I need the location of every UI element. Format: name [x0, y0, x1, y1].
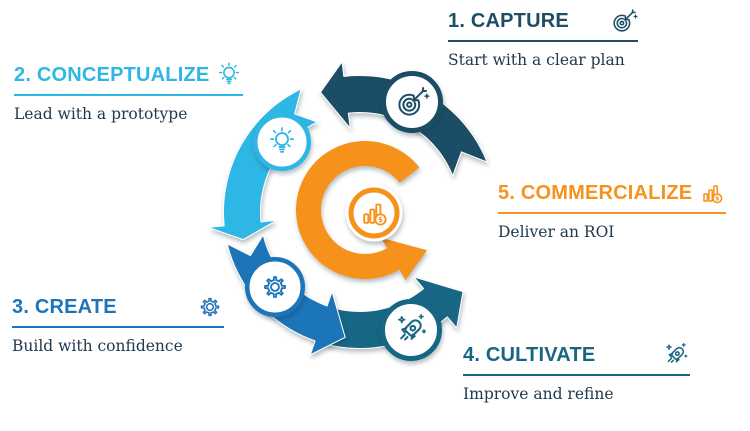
step-commercialize-heading: 5. COMMERCIALIZE: [498, 179, 726, 214]
step-cultivate-description: Improve and refine: [463, 385, 614, 403]
conceptualize-node-circle: [253, 113, 311, 171]
cultivate-node: [380, 299, 442, 361]
step-commercialize: 5. COMMERCIALIZE Deliver an ROI: [498, 179, 726, 242]
capture-node: [381, 71, 443, 133]
target-icon: [610, 7, 638, 35]
lightbulb-icon: [215, 61, 243, 89]
step-commercialize-description: Deliver an ROI: [498, 223, 615, 241]
step-conceptualize: 2. CONCEPTUALIZE Lead with a prototype: [14, 61, 243, 124]
center-cycle-arrow: [296, 141, 428, 281]
step-cultivate: 4. CULTIVATE Improve and refine: [463, 341, 690, 404]
step-cultivate-label: 4. CULTIVATE: [463, 344, 596, 366]
step-capture-heading: 1. CAPTURE: [448, 7, 638, 42]
gear-icon: [196, 293, 224, 321]
step-capture-description: Start with a clear plan: [448, 51, 625, 69]
step-create-description: Build with confidence: [12, 337, 183, 355]
chart-coin-icon: [698, 179, 726, 207]
step-conceptualize-description: Lead with a prototype: [14, 105, 188, 123]
step-capture: 1. CAPTURE Start with a clear plan: [448, 7, 638, 70]
step-cultivate-heading: 4. CULTIVATE: [463, 341, 690, 376]
step-conceptualize-heading: 2. CONCEPTUALIZE: [14, 61, 243, 96]
conceptualize-node: [253, 113, 311, 171]
create-node: [245, 257, 305, 317]
step-create-heading: 3. CREATE: [12, 293, 224, 328]
step-capture-label: 1. CAPTURE: [448, 10, 569, 32]
capture-node-circle: [381, 71, 443, 133]
commercialize-hub: [345, 184, 403, 242]
step-create: 3. CREATE Build with confidence: [12, 293, 224, 356]
create-node-circle: [245, 257, 305, 317]
rocket-icon: [662, 341, 690, 369]
step-create-label: 3. CREATE: [12, 296, 117, 318]
step-conceptualize-label: 2. CONCEPTUALIZE: [14, 64, 210, 86]
step-commercialize-label: 5. COMMERCIALIZE: [498, 182, 693, 204]
